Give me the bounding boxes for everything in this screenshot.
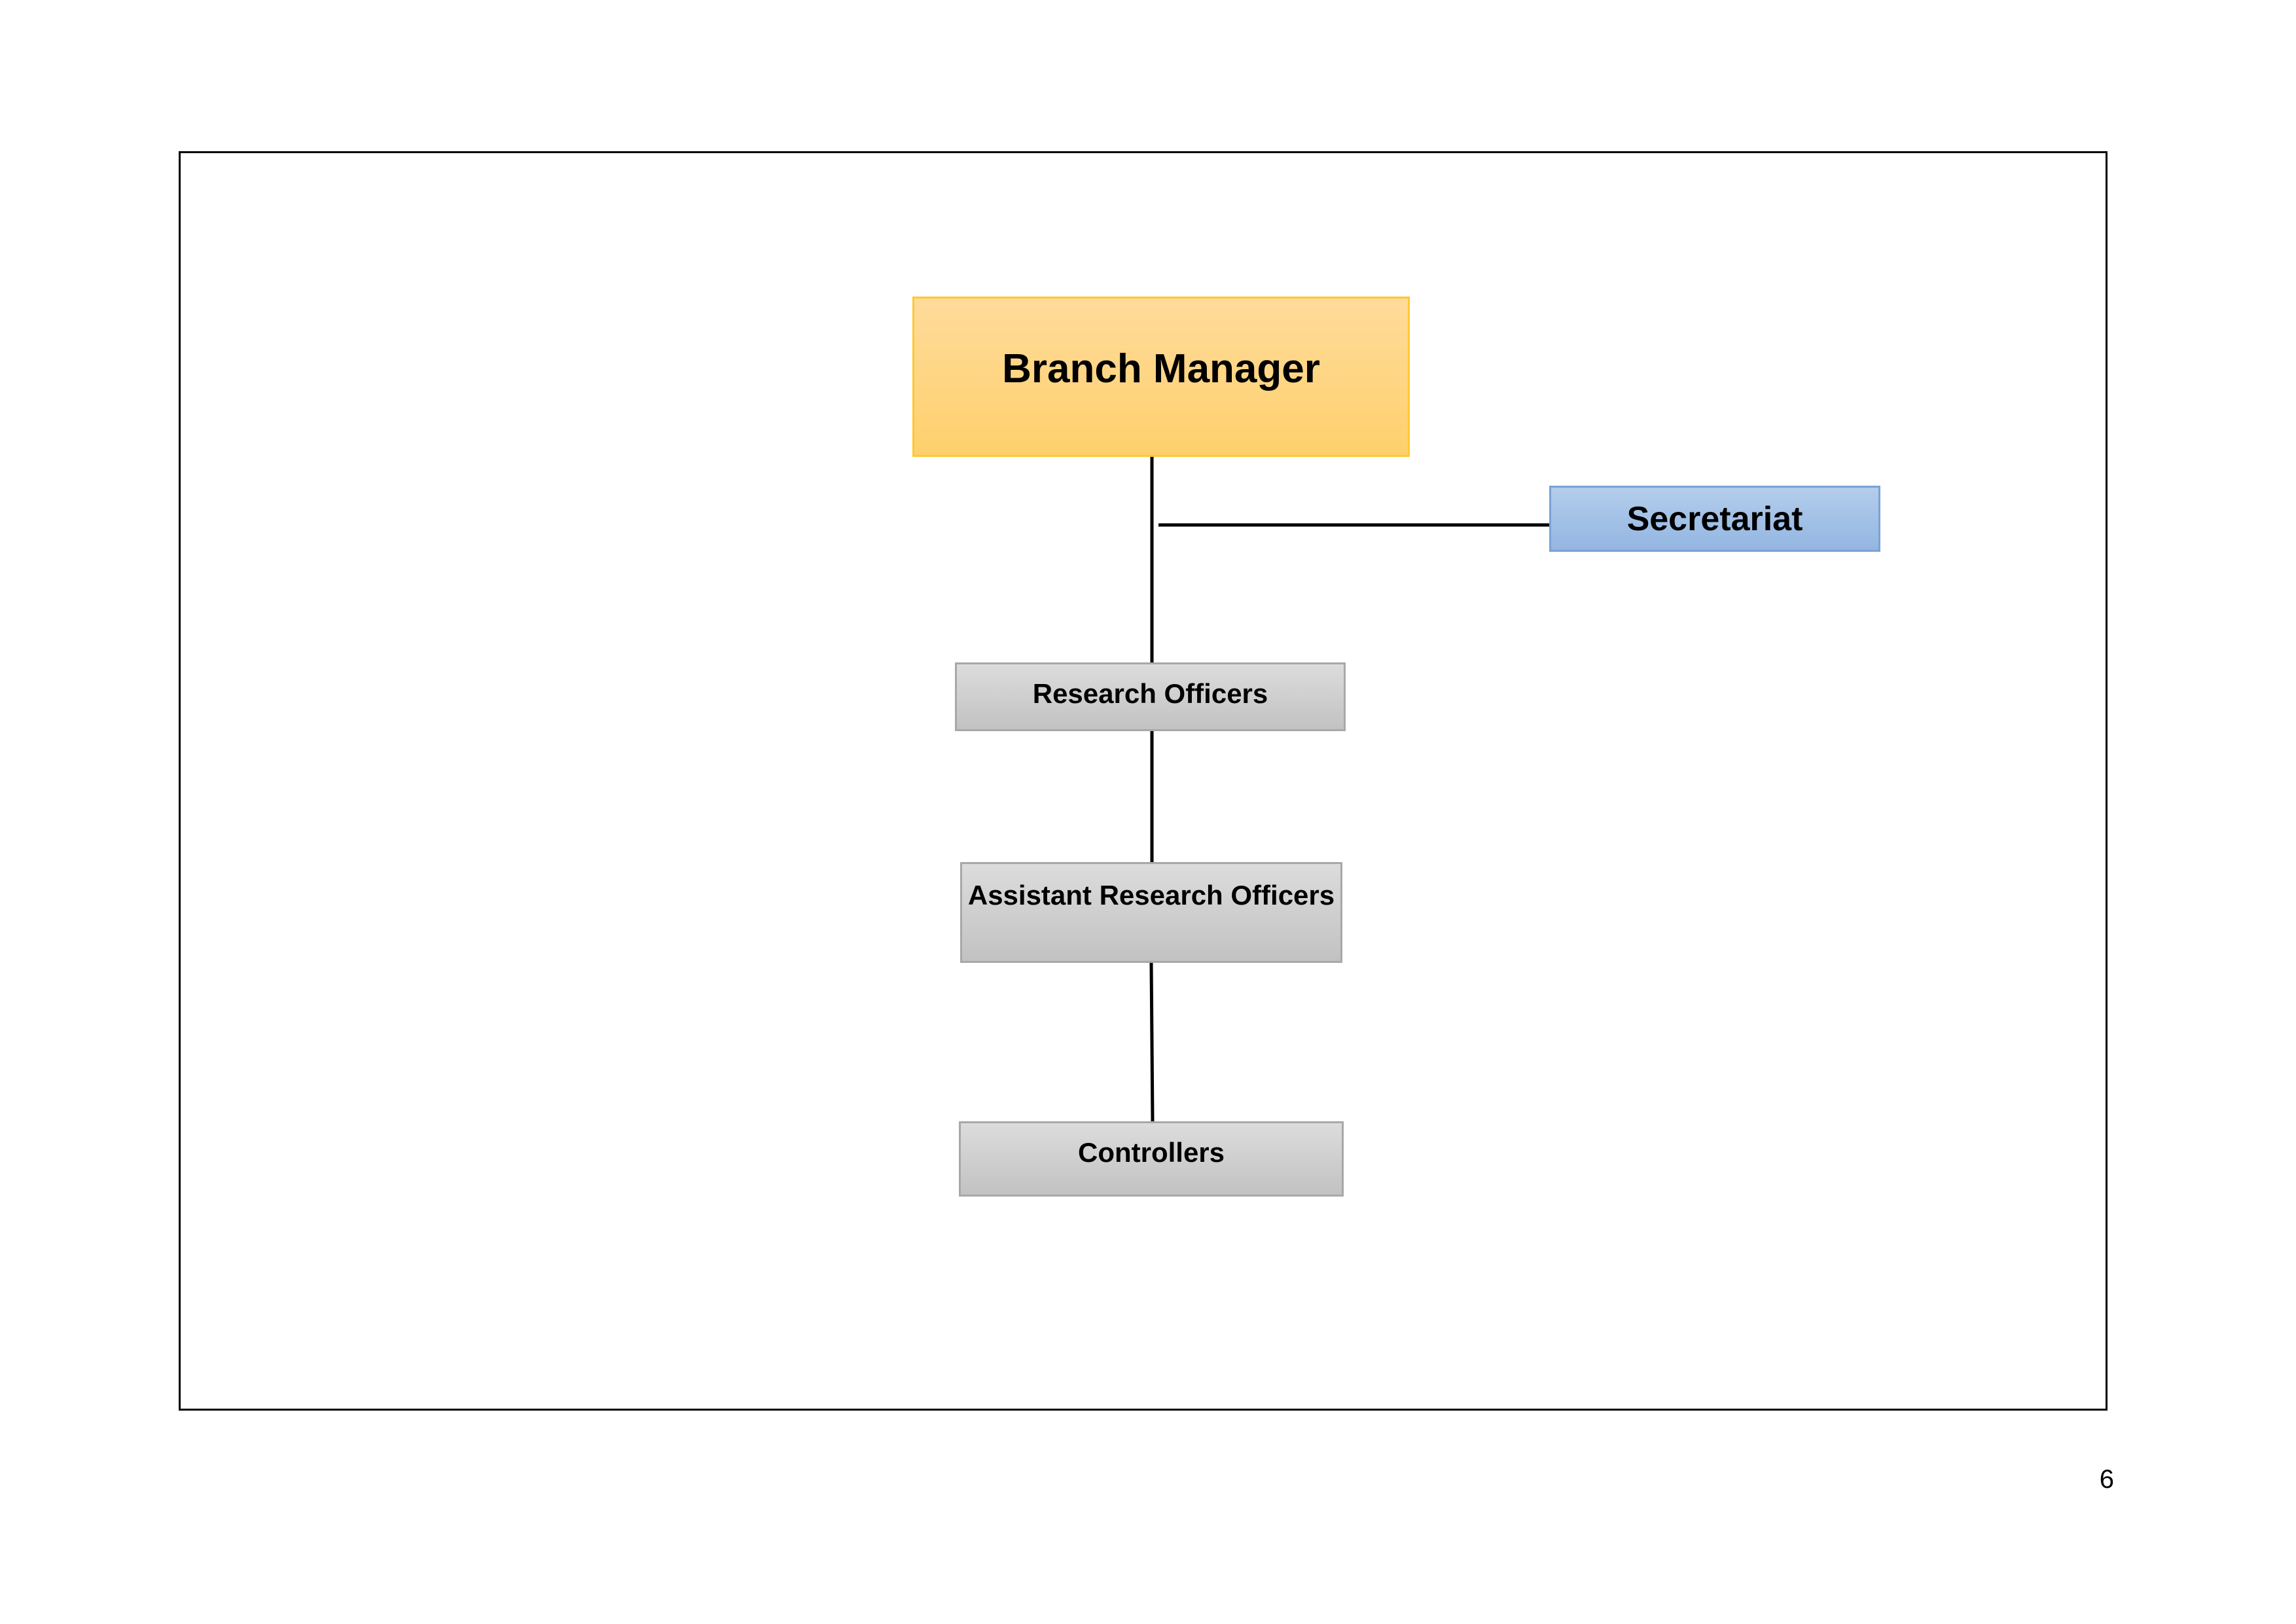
page-number: 6 <box>2099 1465 2114 1494</box>
research-officers-label: Research Officers <box>1032 678 1268 709</box>
assistant-research-officers-label: Assistant Research Officers <box>967 880 1335 911</box>
diagram-frame <box>179 151 2108 1411</box>
research-officers-box: Research Officers <box>955 662 1346 731</box>
branch-manager-box: Branch Manager <box>912 297 1410 457</box>
connector-assistant-to-controllers <box>1149 962 1155 1122</box>
assistant-research-officers-box: Assistant Research Officers <box>960 862 1342 963</box>
controllers-label: Controllers <box>1077 1137 1225 1168</box>
branch-manager-label: Branch Manager <box>1002 346 1320 391</box>
controllers-box: Controllers <box>959 1121 1344 1197</box>
secretariat-label: Secretariat <box>1626 499 1803 538</box>
secretariat-box: Secretariat <box>1549 486 1880 552</box>
